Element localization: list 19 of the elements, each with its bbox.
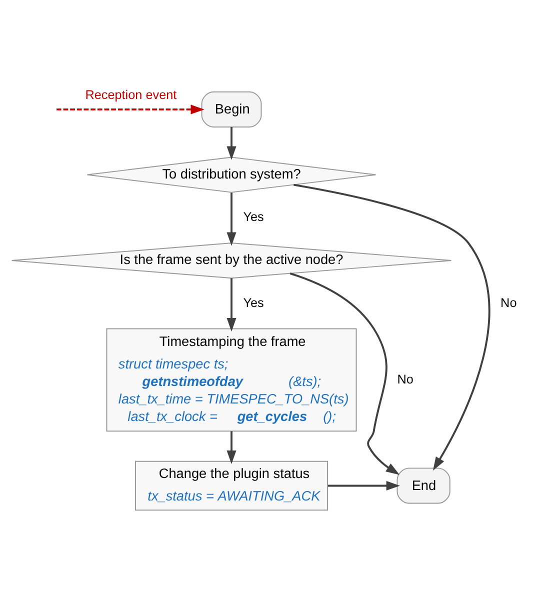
- arrow: [226, 192, 236, 246]
- edge-label: No: [500, 295, 517, 310]
- edge-label: Yes: [243, 295, 264, 310]
- arrow: [294, 183, 490, 470]
- arrow: [290, 272, 400, 474]
- edge-label: Yes: [243, 209, 264, 224]
- edge-label: Reception event: [85, 88, 177, 102]
- node-box: Begin: [201, 90, 262, 127]
- arrow: [226, 430, 236, 464]
- arrow: [226, 278, 236, 332]
- node-box: Change the plugin status tx_status = AWAITING_ACK: [135, 460, 328, 510]
- edge-label: No: [397, 372, 414, 386]
- node-box: End: [396, 467, 450, 504]
- arrow: [56, 104, 204, 114]
- node-diamond: To distribution system?: [86, 156, 376, 192]
- node-box: Timestamping the frame struct timespec ts; getnstimeofday(&ts); last_tx_time = TIMESPEC_TO_NS(ts) last_tx_clock = get_cycles();: [106, 328, 357, 432]
- node-diamond: Is the frame sent by the active node?: [11, 242, 452, 278]
- arrow: [226, 126, 236, 160]
- arrow: [328, 480, 400, 490]
